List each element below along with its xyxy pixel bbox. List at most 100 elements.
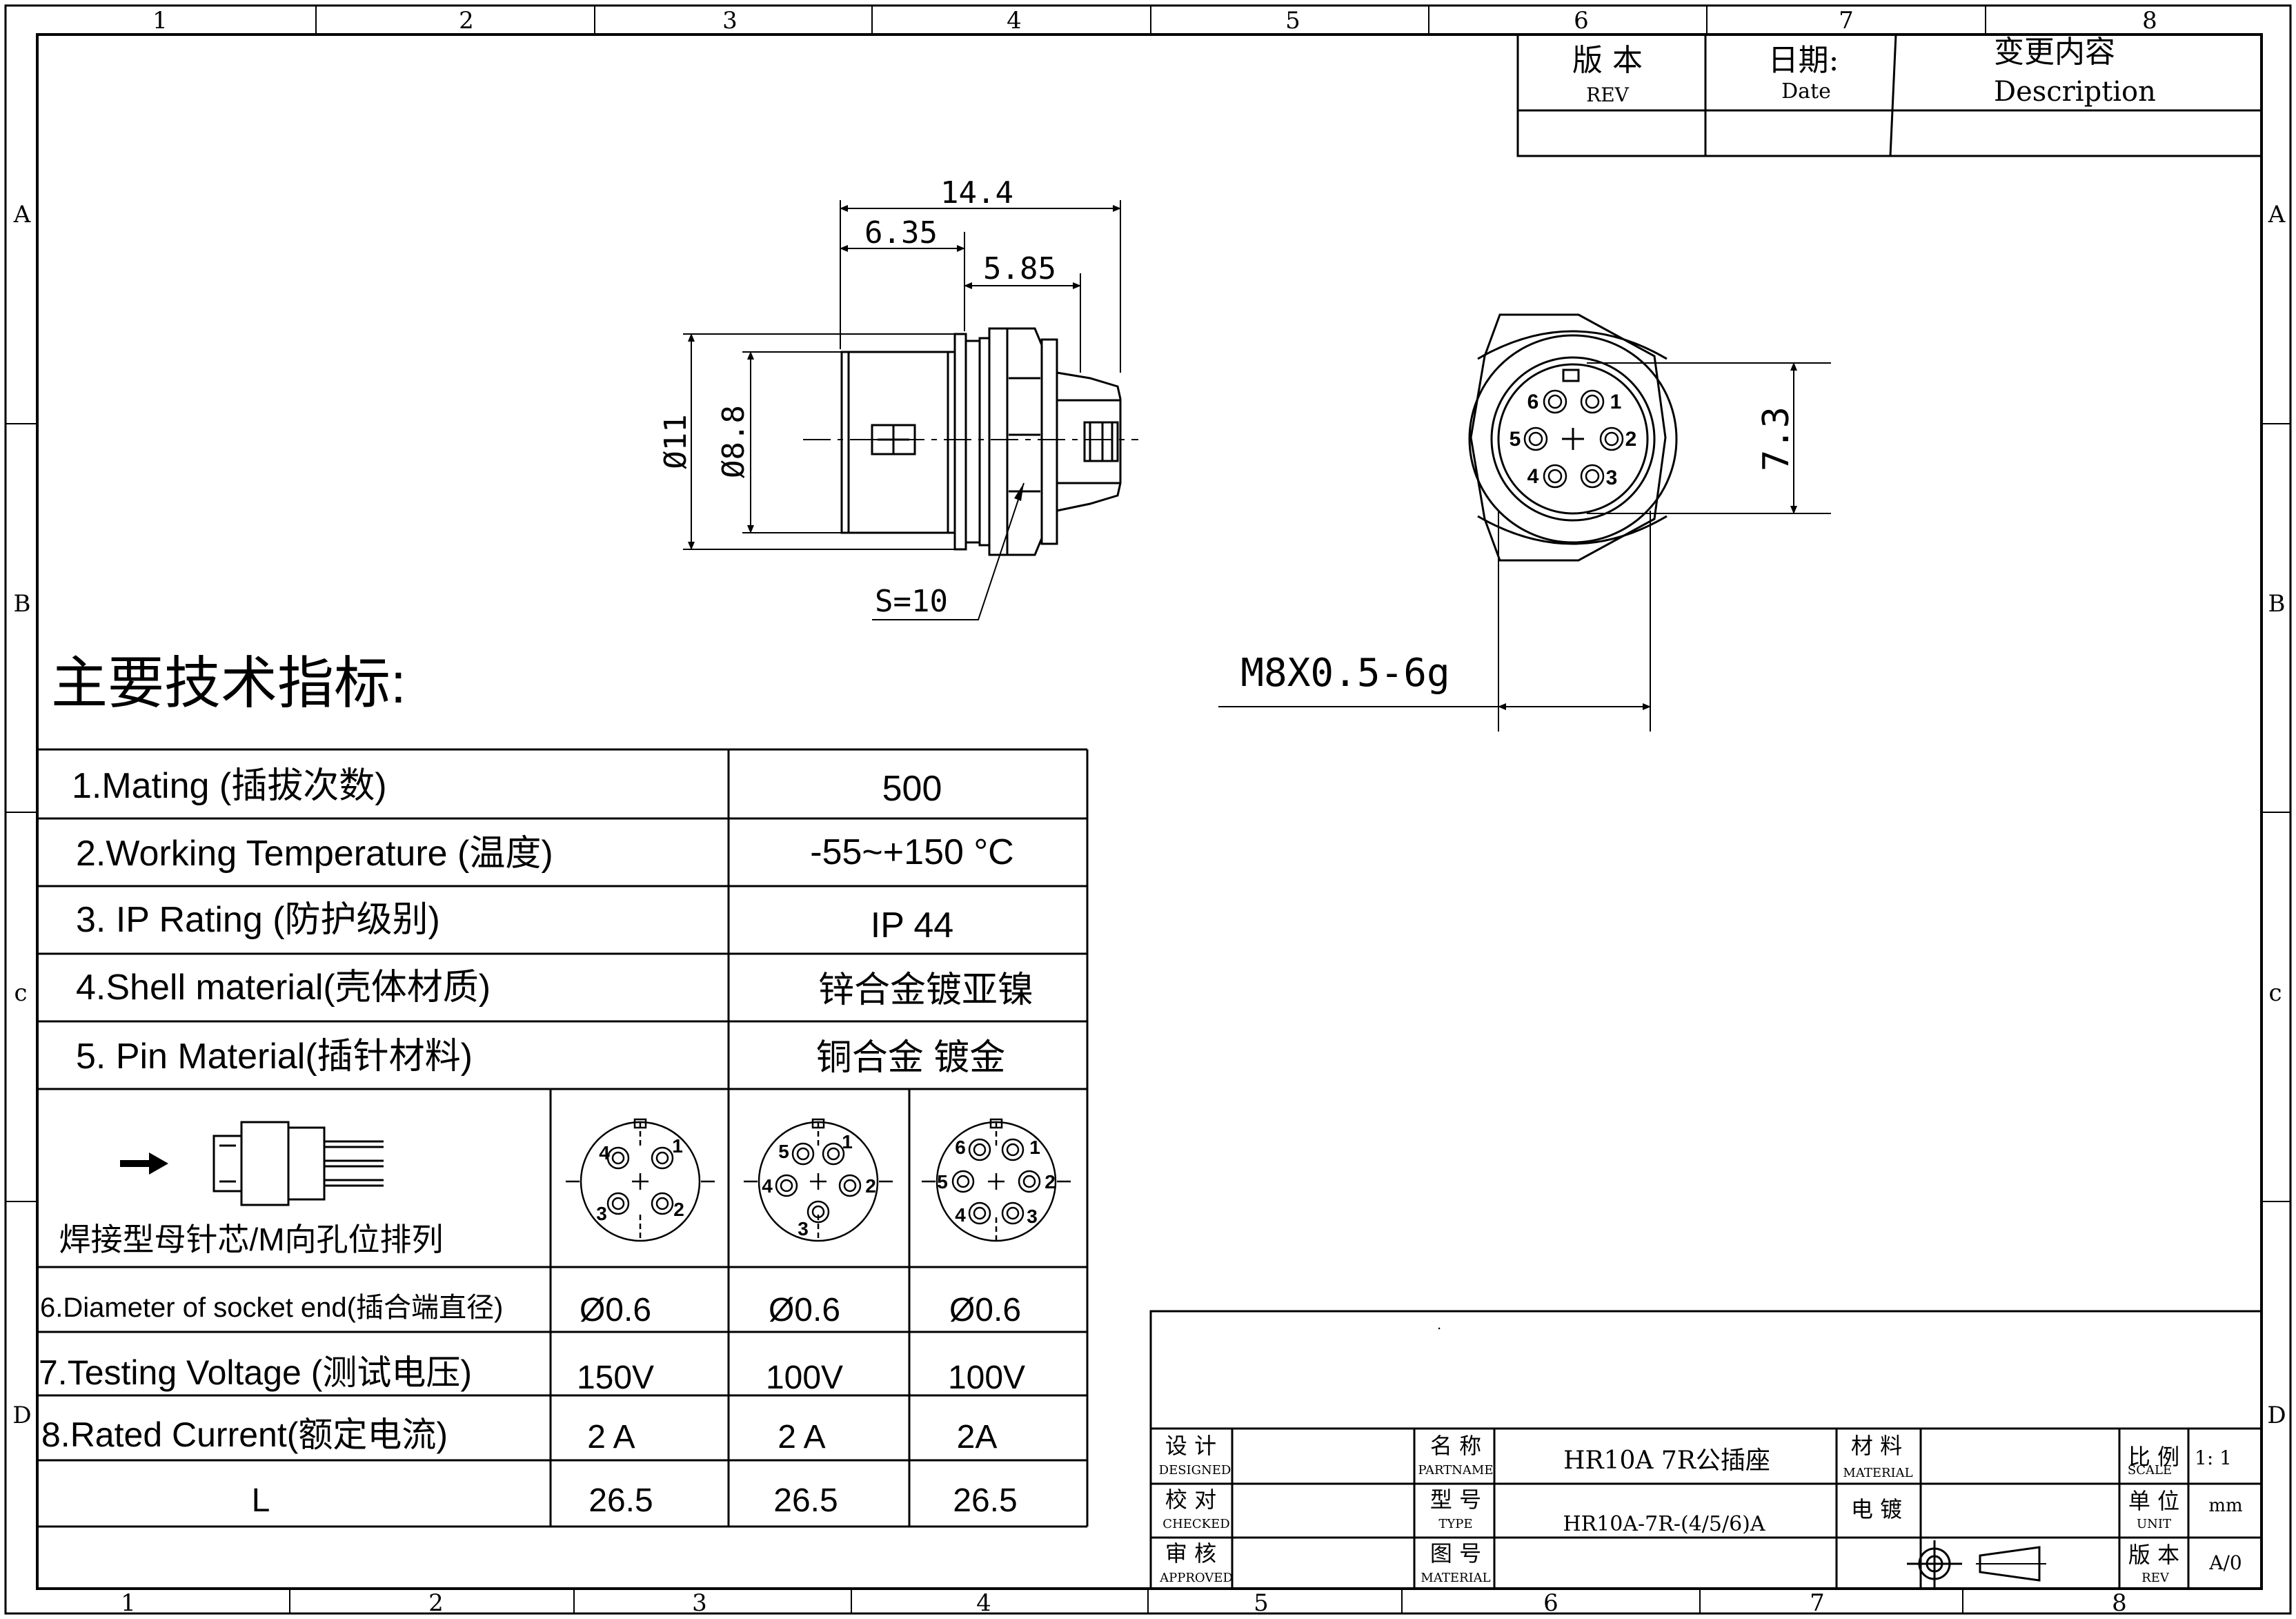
rev-cn: 版 本 [2128, 1542, 2179, 1568]
layout6-pin-4: 4 [955, 1204, 966, 1226]
bottom-col-2: 2 [428, 1589, 444, 1617]
bottom-col-8: 8 [2112, 1589, 2127, 1617]
designed-cn: 设 计 [1165, 1433, 1216, 1459]
elec-row-3-val-1: 2 A [587, 1419, 635, 1455]
dim-pin-height: 7.3 [1756, 406, 1797, 471]
partname-en: PARTNAME [1418, 1463, 1493, 1478]
left-row-b: B [14, 590, 31, 618]
unit-en: UNIT [2137, 1517, 2171, 1531]
approved-en: APPROVED [1159, 1571, 1233, 1585]
layout5-pin-2: 2 [865, 1175, 876, 1197]
date-header-en: Date [1781, 79, 1831, 104]
elec-row-2-val-2: 100V [766, 1360, 843, 1396]
material-cn: 材 料 [1851, 1433, 1902, 1459]
pin-layout-6: 6 1 5 2 4 3 [922, 1118, 1071, 1242]
front-pin-2: 2 [1625, 428, 1637, 451]
front-pin-5: 5 [1510, 428, 1521, 451]
top-col-6: 6 [1574, 7, 1589, 35]
layout5-pin-5: 5 [778, 1141, 789, 1162]
dim-total-length: 14.4 [940, 175, 1013, 210]
bottom-col-1: 1 [121, 1589, 136, 1617]
right-row-a: A [2268, 201, 2286, 228]
pin-layout-sketch: 焊接型母针芯/M向孔位排列 [59, 1121, 444, 1257]
elec-row-4-label: L [252, 1482, 270, 1519]
rev-en: REV [2141, 1571, 2170, 1585]
layout6-pin-2: 2 [1045, 1171, 1056, 1193]
layout5-pin-3: 3 [798, 1218, 809, 1239]
drawing-no-cn: 图 号 [1430, 1540, 1481, 1567]
bottom-col-4: 4 [976, 1589, 991, 1617]
right-row-b: B [2268, 590, 2286, 618]
front-pin-holes [1523, 389, 1624, 489]
front-pin-numbers: 6 1 5 2 4 3 [1510, 391, 1637, 489]
spec-table-grid [37, 748, 1089, 1528]
spec-row-3-value: IP 44 [871, 905, 953, 945]
rev-header-cn: 版 本 [1572, 43, 1643, 78]
spec-row-5-label: 5. Pin Material(插针材料) [76, 1037, 473, 1077]
elec-row-4-val-1: 26.5 [588, 1482, 653, 1519]
type-cn: 型 号 [1430, 1486, 1481, 1513]
spec-table: 1.Mating (插拔次数) 500 2.Working Temperatur… [37, 748, 1089, 1528]
title-block-grid [1149, 1310, 2263, 1590]
layout5-pin-4: 4 [762, 1175, 773, 1197]
front-pin-4: 4 [1527, 465, 1539, 488]
elec-row-3-val-2: 2 A [778, 1419, 825, 1455]
spec-row-4-value: 锌合金镀亚镍 [818, 970, 1033, 1010]
spec-row-4-label: 4.Shell material(壳体材质) [76, 968, 491, 1008]
front-pin-3: 3 [1606, 467, 1618, 489]
approved-cn: 审 核 [1165, 1540, 1216, 1567]
layout4-pin-4: 4 [599, 1142, 610, 1164]
elec-row-1-val-2: Ø0.6 [769, 1292, 840, 1328]
bottom-col-6: 6 [1543, 1589, 1558, 1617]
title-block-dot: . [1437, 1316, 1441, 1333]
layout4-pin-3: 3 [596, 1203, 607, 1224]
rev-value: A/0 [2208, 1551, 2241, 1574]
desc-header-cn: 变更内容 [1994, 35, 2115, 70]
spec-row-2-label: 2.Working Temperature (温度) [76, 834, 553, 874]
type-en: TYPE [1438, 1517, 1472, 1531]
elec-row-3-val-3: 2A [957, 1419, 998, 1455]
top-col-4: 4 [1007, 7, 1022, 35]
bottom-col-7: 7 [1810, 1589, 1825, 1617]
layout6-pin-6: 6 [955, 1137, 966, 1158]
layout6-pin-3: 3 [1027, 1206, 1038, 1227]
dim-inner-diameter: Ø8.8 [716, 405, 751, 478]
spec-row-1-value: 500 [882, 769, 942, 809]
arrow-icon [120, 1152, 168, 1175]
layout6-pin-1: 1 [1029, 1137, 1040, 1158]
elec-row-2-val-3: 100V [948, 1360, 1025, 1396]
type-value: HR10A-7R-(4/5/6)A [1563, 1512, 1765, 1536]
spec-row-2-value: -55~+150 °C [810, 832, 1013, 872]
layout4-pin-2: 2 [673, 1199, 684, 1220]
front-pin-1: 1 [1610, 391, 1622, 413]
elec-row-4-val-2: 26.5 [773, 1482, 838, 1519]
right-row-c: c [2268, 979, 2282, 1007]
drawing-no-en: MATERIAL [1421, 1571, 1490, 1585]
elec-row-1-label: 6.Diameter of socket end(插合端直径) [40, 1293, 503, 1323]
side-dimensions [683, 200, 1121, 620]
material-en: MATERIAL [1843, 1466, 1912, 1480]
revision-block: 版 本 REV 日期: Date 变更内容 Description [1516, 33, 2263, 157]
elec-row-3-label: 8.Rated Current(额定电流) [41, 1415, 448, 1454]
plating-cn: 电 镀 [1851, 1496, 1902, 1522]
spec-row-3-label: 3. IP Rating (防护级别) [76, 900, 440, 940]
elec-row-2-val-1: 150V [577, 1360, 654, 1396]
rev-header-en: REV [1586, 84, 1630, 106]
top-col-7: 7 [1839, 7, 1854, 35]
pin-layout-caption: 焊接型母针芯/M向孔位排列 [59, 1221, 443, 1257]
top-col-3: 3 [722, 7, 738, 35]
top-col-5: 5 [1285, 7, 1300, 35]
elec-row-1-val-3: Ø0.6 [949, 1292, 1021, 1328]
unit-cn: 单 位 [2128, 1488, 2179, 1514]
checked-cn: 校 对 [1165, 1486, 1216, 1513]
front-center-cross [1562, 428, 1584, 450]
dim-hex-size: S=10 [875, 584, 948, 619]
bottom-col-3: 3 [692, 1589, 707, 1617]
scale-value: 1: 1 [2195, 1446, 2232, 1469]
dim-outer-diameter: Ø11 [658, 414, 693, 469]
scale-en: SCALE [2128, 1463, 2172, 1478]
dim-rear-length: 5.85 [983, 251, 1056, 286]
connector-sketch [212, 1121, 384, 1206]
drawing-frame [4, 4, 2292, 1615]
